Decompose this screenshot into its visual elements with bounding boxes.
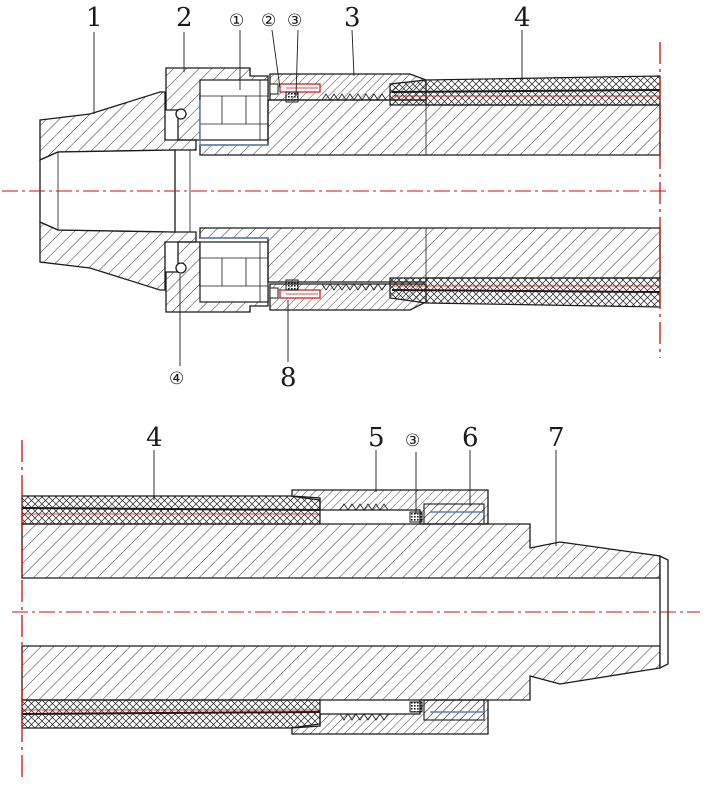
label-circled-4: ④ xyxy=(169,369,184,389)
label2-part-7: 7 xyxy=(548,423,565,453)
label2-part-4: 4 xyxy=(146,423,163,453)
hose2-wire-upper xyxy=(21,507,321,511)
label2-circled-3: ③ xyxy=(405,431,420,451)
label-circled-2: ② xyxy=(261,11,276,31)
retainer-lower xyxy=(423,699,485,721)
label-circled-1: ① xyxy=(229,11,244,31)
label2-part-6: 6 xyxy=(462,423,479,453)
sleeve-upper xyxy=(199,99,661,156)
pipe-lower xyxy=(21,645,661,701)
top-assembly: 1 2 ① ② ③ 3 4 ④ 8 xyxy=(2,3,668,393)
leader-3 xyxy=(351,29,355,77)
hose-wire-lower xyxy=(391,289,661,293)
label-part-1: 1 xyxy=(86,3,103,33)
label2-part-5: 5 xyxy=(368,423,385,453)
o-ring-upper xyxy=(175,108,187,120)
label-circled-3: ③ xyxy=(287,11,302,31)
label-part-8: 8 xyxy=(280,363,297,393)
retainer-upper xyxy=(423,503,485,525)
thread2-upper xyxy=(339,503,389,511)
o-ring-lower xyxy=(175,262,187,274)
hose-wire-upper xyxy=(391,89,661,93)
label-part-3: 3 xyxy=(344,3,361,33)
thread-upper xyxy=(321,93,387,101)
sleeve-lower xyxy=(199,227,661,283)
bearing-block-upper xyxy=(199,79,269,141)
bolt-lower xyxy=(269,279,321,299)
thread2-lower xyxy=(339,713,389,721)
pipe-upper xyxy=(21,523,661,579)
hose-lower xyxy=(389,277,661,308)
bottom-assembly: 4 5 ③ 6 7 xyxy=(12,423,700,782)
bearing-block-lower xyxy=(199,241,269,303)
leader-c2 xyxy=(271,29,281,89)
seal2-lower xyxy=(409,701,423,713)
leader-c3 xyxy=(295,29,299,97)
hose2-wire-lower xyxy=(21,711,321,715)
label-part-4: 4 xyxy=(514,3,531,33)
label-part-2: 2 xyxy=(176,3,193,33)
thread-lower xyxy=(321,283,387,291)
